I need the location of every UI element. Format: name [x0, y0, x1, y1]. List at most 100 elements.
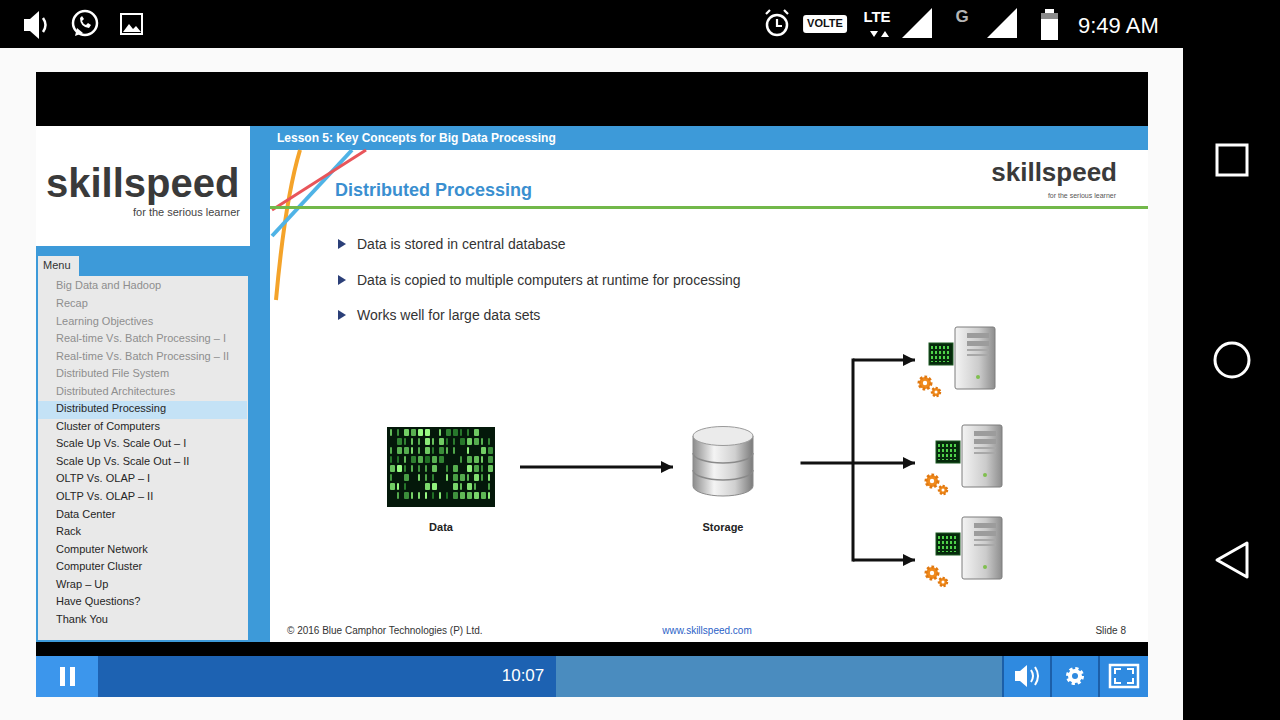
data-illustration-shape	[453, 492, 458, 499]
data-illustration-shape	[404, 456, 406, 463]
data-illustration-shape	[474, 438, 479, 445]
volume-icon	[1015, 665, 1027, 687]
storage-database-shape	[693, 427, 753, 446]
data-illustration-shape	[488, 447, 493, 454]
data-illustration-shape	[425, 465, 427, 472]
data-illustration-shape	[467, 429, 469, 436]
logo-wordmark: skillspeed	[46, 159, 239, 207]
data-illustration-shape	[446, 429, 451, 436]
data-illustration-shape	[425, 474, 427, 481]
data-illustration-shape	[397, 447, 402, 454]
menu-item: Distributed Processing	[56, 402, 166, 415]
menu-item: Data Center	[56, 508, 115, 521]
menu-item: Recap	[56, 297, 88, 310]
data-illustration-shape	[390, 456, 392, 463]
data-illustration-shape	[488, 456, 493, 463]
network-badge: VOLTE	[803, 15, 847, 32]
logo-wordmark: skillspeed	[991, 157, 1117, 188]
server-icon	[926, 425, 1002, 494]
fullscreen-icon	[1115, 669, 1133, 683]
menu-item: Thank You	[56, 613, 108, 626]
menu-item: Computer Network	[56, 543, 148, 556]
whatsapp-icon	[73, 11, 97, 35]
menu-item: Big Data and Hadoop	[56, 279, 161, 292]
data-activity-icon	[870, 31, 889, 37]
data-illustration-shape	[411, 492, 413, 499]
navigation-bar	[1183, 0, 1280, 720]
data-illustration-shape	[411, 438, 413, 445]
bullet-text: Data is copied to multiple computers at …	[357, 272, 741, 289]
data-illustration-shape	[387, 427, 495, 507]
data-illustration-shape	[439, 429, 441, 436]
data-illustration-shape	[404, 465, 406, 472]
data-illustration-shape	[439, 447, 444, 454]
course-frame	[36, 126, 1148, 642]
menu-item: Rack	[56, 525, 81, 538]
menu-item: OLTP Vs. OLAP – I	[56, 472, 150, 485]
whatsapp-icon	[75, 28, 83, 36]
data-illustration-shape	[425, 483, 430, 490]
decor-stripe	[272, 150, 366, 210]
split-arrow	[802, 360, 853, 560]
data-illustration-shape	[481, 447, 486, 454]
data-illustration: Data	[362, 427, 520, 534]
battery-icon	[1045, 9, 1054, 13]
data-illustration-shape	[397, 465, 402, 472]
data-illustration-shape	[418, 429, 423, 436]
data-illustration-shape	[488, 474, 490, 481]
menu-list-ground	[38, 276, 248, 640]
data-illustration-shape	[474, 483, 476, 490]
player-button-ground	[36, 656, 98, 697]
speaker-icon	[24, 11, 39, 39]
slide-number: Slide 8	[1095, 625, 1126, 637]
data-illustration-shape	[418, 456, 423, 463]
bullet-marker	[338, 239, 346, 249]
menu-item: Scale Up Vs. Scale Out – II	[56, 455, 189, 468]
menu-item: Learning Objectives	[56, 315, 153, 328]
data-illustration-shape	[432, 474, 434, 481]
data-illustration-shape	[481, 456, 483, 463]
data-illustration-shape	[453, 483, 458, 490]
menu-tab-ground	[38, 256, 79, 277]
data-illustration-shape	[411, 429, 416, 436]
data-illustration-shape	[432, 465, 437, 472]
menu-item: Real-time Vs. Batch Processing – II	[56, 350, 229, 363]
data-illustration-shape	[439, 438, 444, 445]
data-illustration-shape	[467, 447, 469, 454]
data-illustration-shape	[481, 438, 483, 445]
data-illustration-shape	[474, 492, 479, 499]
split-arrow	[853, 559, 915, 562]
player-tools-ground	[1003, 656, 1148, 697]
storage-database-shape	[693, 470, 753, 480]
data-illustration-shape	[404, 492, 409, 499]
data-illustration-shape	[397, 429, 399, 436]
data-illustration-shape	[474, 465, 479, 472]
data-illustration-shape	[460, 438, 465, 445]
title-rule	[270, 206, 1148, 209]
data-illustration-shape	[418, 492, 420, 499]
data-illustration-shape	[425, 447, 430, 454]
slide-title: Distributed Processing	[335, 180, 532, 202]
data-illustration-shape	[397, 456, 399, 463]
progress-played	[98, 656, 556, 697]
volume-icon	[1031, 667, 1038, 685]
data-illustration-shape	[467, 465, 472, 472]
data-illustration-shape	[460, 492, 465, 499]
slide-ground	[270, 150, 1148, 642]
data-illustration-shape	[411, 447, 413, 454]
data-illustration-shape	[387, 427, 495, 507]
split-arrow	[853, 462, 915, 465]
data-illustration-shape	[418, 474, 420, 481]
menu-item: Real-time Vs. Batch Processing – I	[56, 332, 226, 345]
data-illustration-shape	[453, 438, 455, 445]
signal-icon	[987, 8, 1017, 38]
data-illustration-shape	[467, 438, 472, 445]
network-type: LTE	[863, 8, 890, 26]
data-illustration-shape	[446, 492, 448, 499]
data-illustration-shape	[390, 447, 392, 454]
footer-url: www.skillspeed.com	[662, 625, 751, 637]
menu-item: Distributed File System	[56, 367, 169, 380]
speaker-icon	[43, 18, 46, 32]
data-illustration-shape	[488, 438, 490, 445]
